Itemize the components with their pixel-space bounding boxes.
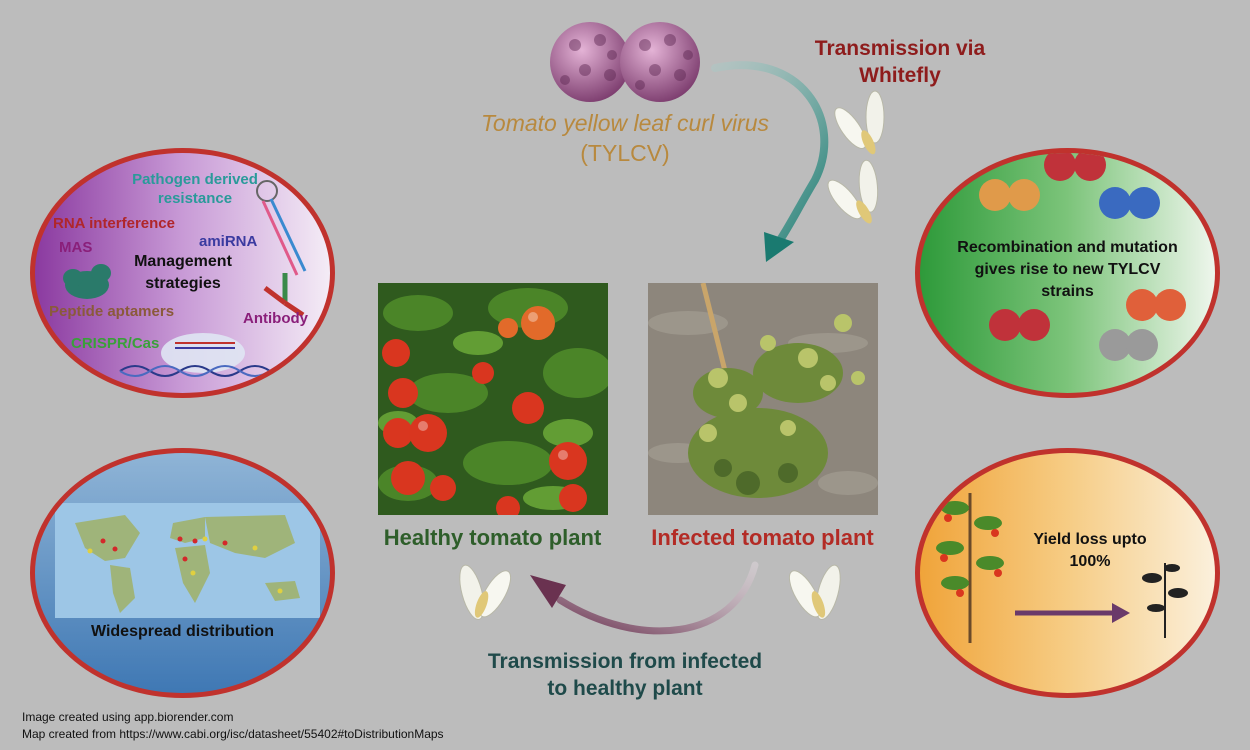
management-artwork xyxy=(63,180,307,377)
healthy-plant-label: Healthy tomato plant xyxy=(383,525,602,550)
virus-name: Tomato yellow leaf curl virus xyxy=(480,110,770,136)
plant-transmission-line2: to healthy plant xyxy=(547,677,703,700)
recombination-line3: strains xyxy=(1041,283,1094,300)
whitefly-transmission-line2: Whitefly xyxy=(859,64,941,87)
yield-loss-line2: 100% xyxy=(1069,553,1111,570)
virus-strain-icon xyxy=(989,309,1050,341)
rna-interference-label: RNA interference xyxy=(53,215,175,232)
infected-plant-photo xyxy=(648,283,878,515)
virus-strain-icon xyxy=(1126,289,1186,321)
protein-icon xyxy=(63,264,111,299)
wilted-plant-icon xyxy=(1142,563,1188,638)
management-title-line1: Management xyxy=(134,253,232,270)
plant-transmission-arrow xyxy=(530,561,759,635)
virus-strain-icon xyxy=(1099,187,1160,219)
antibody-label: Antibody xyxy=(243,310,308,327)
virus-strain-icon xyxy=(1099,329,1158,361)
whitefly-icon xyxy=(459,564,512,620)
healthy-plant-icon xyxy=(936,493,1004,643)
yield-artwork xyxy=(936,493,1188,643)
antibody-icon xyxy=(263,273,305,318)
crispr-cas-icon xyxy=(119,333,271,377)
credit-biorender: Image created using app.biorender.com xyxy=(22,710,234,724)
yield-arrow-icon xyxy=(1015,603,1130,623)
management-strategies-oval: Pathogen derived resistance RNA interfer… xyxy=(30,148,335,398)
whitefly-icon xyxy=(827,159,879,224)
whitefly-icon xyxy=(834,90,885,155)
yield-loss-line1: Yield loss upto xyxy=(1033,531,1147,548)
whitefly-transmission-arrow xyxy=(711,61,829,262)
distribution-oval: Widespread distribution xyxy=(30,448,335,698)
whitefly-transmission-line1: Transmission via xyxy=(814,37,986,60)
virus-strain-icon xyxy=(1044,153,1106,181)
management-title-line2: strategies xyxy=(145,275,221,292)
recombination-line1: Recombination and mutation xyxy=(957,239,1178,256)
distribution-label: Widespread distribution xyxy=(91,623,274,640)
pathogen-resistance-line1: Pathogen derived xyxy=(132,171,258,188)
strain-particles xyxy=(979,153,1186,361)
recombination-oval: Recombination and mutation gives rise to… xyxy=(915,148,1220,398)
recombination-line2: gives rise to new TYLCV xyxy=(974,261,1161,278)
world-map-icon xyxy=(55,503,320,618)
infected-plant-label: Infected tomato plant xyxy=(651,525,874,550)
plant-transmission-line1: Transmission from infected xyxy=(487,650,763,673)
tylcv-particle-icon xyxy=(550,22,700,102)
peptide-aptamers-label: Peptide aptamers xyxy=(49,303,175,320)
crispr-cas-label: CRISPR/Cas xyxy=(71,335,160,352)
yield-loss-oval: Yield loss upto 100% xyxy=(915,448,1220,698)
virus-strain-icon xyxy=(979,179,1040,211)
virus-abbreviation: (TYLCV) xyxy=(580,140,670,166)
amirna-label: amiRNA xyxy=(199,233,258,250)
whitefly-icon xyxy=(788,564,841,620)
pathogen-resistance-line2: resistance xyxy=(157,190,233,207)
credit-map-source: Map created from https://www.cabi.org/is… xyxy=(22,727,444,741)
healthy-plant-photo xyxy=(378,283,608,515)
mas-label: MAS xyxy=(59,239,93,256)
hairpin-rna-icon xyxy=(256,180,307,276)
